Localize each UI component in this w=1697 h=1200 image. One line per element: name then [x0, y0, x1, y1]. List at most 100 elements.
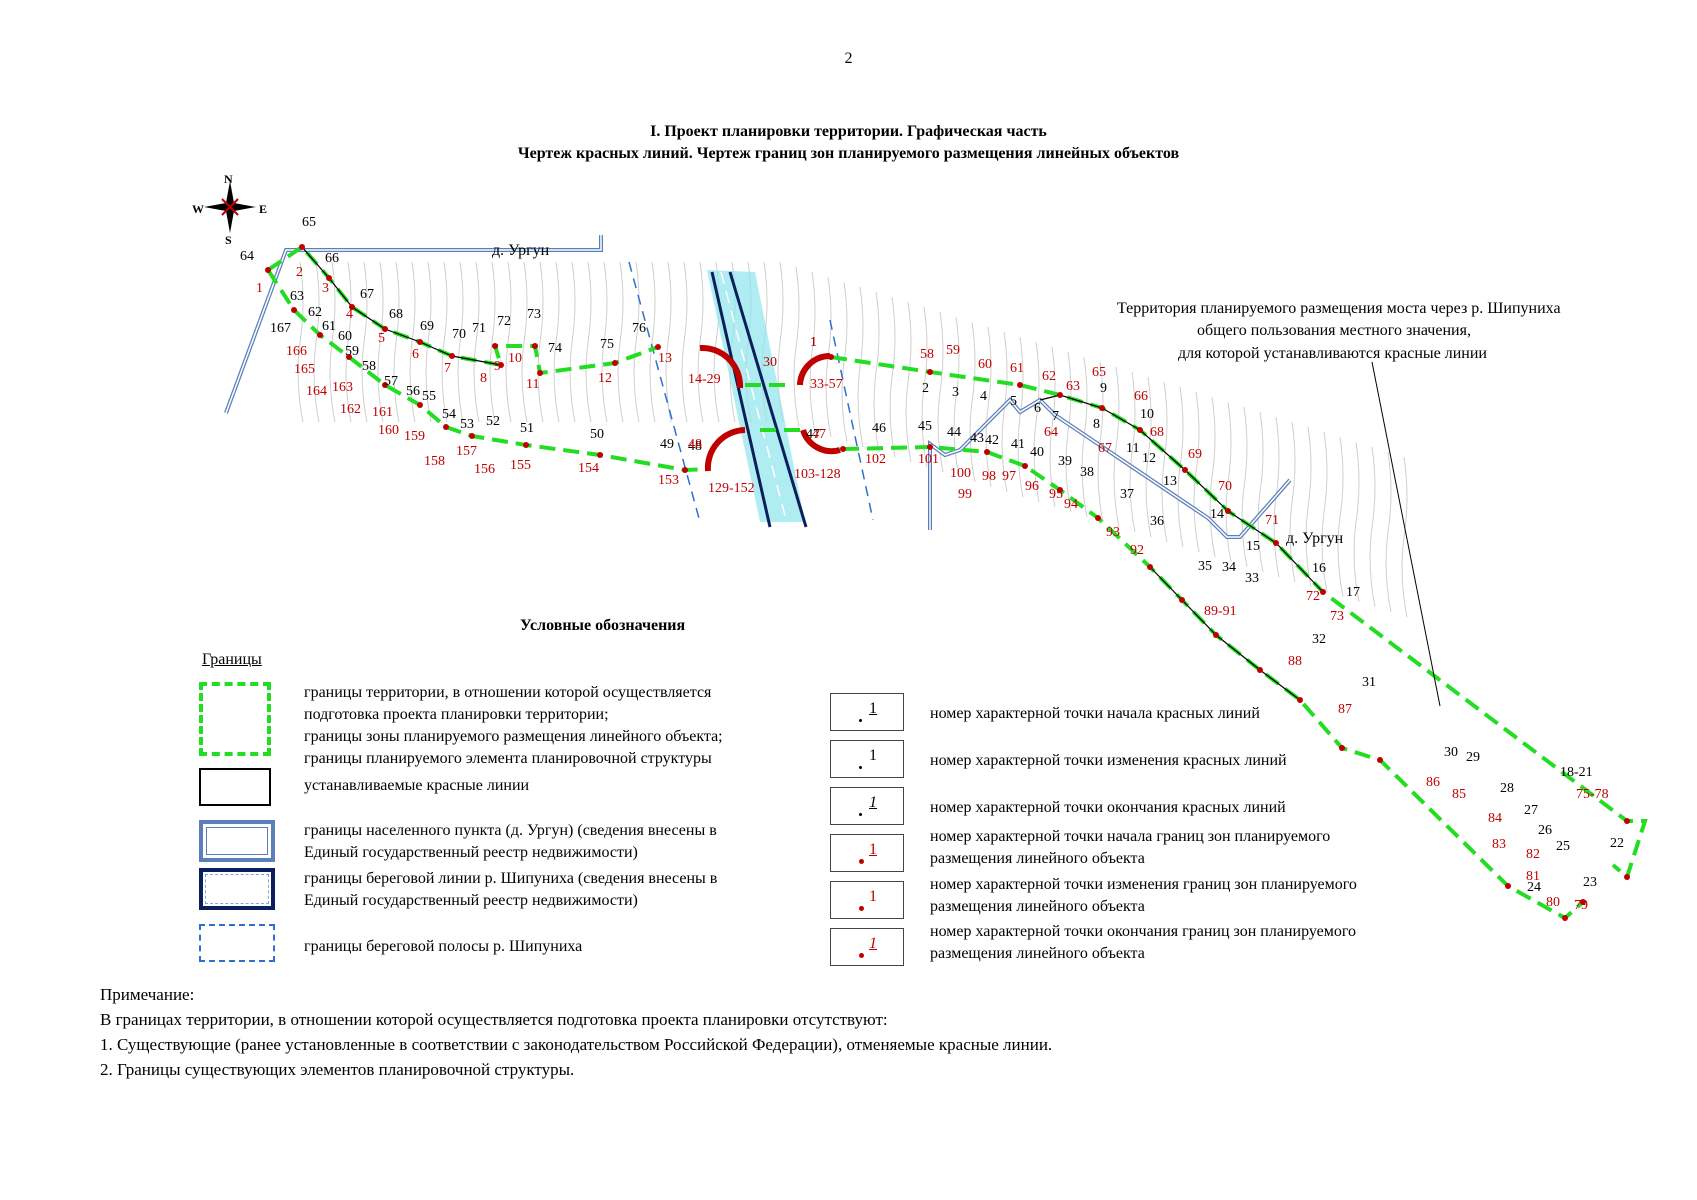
point-label: 68	[389, 307, 403, 322]
legend-rl-start-text: номер характерной точки начала красных л…	[930, 705, 1260, 722]
compass-n: N	[224, 172, 233, 186]
boundary-point	[682, 467, 688, 473]
point-label: 7	[1052, 409, 1059, 424]
contour-line	[921, 306, 928, 468]
legend-title: Условные обозначения	[520, 617, 686, 634]
contour-line	[1353, 441, 1360, 603]
zone-point-label: 82	[1526, 847, 1540, 862]
boundary-point	[1095, 515, 1101, 521]
zone-point-label: 71	[1265, 513, 1279, 528]
point-label: 75	[600, 337, 614, 352]
zone-point-label: 85	[1452, 787, 1466, 802]
zone-point-label: 160	[378, 423, 399, 438]
point-label: 36	[1150, 514, 1164, 529]
point-label: 9	[1100, 381, 1107, 396]
boundary-point	[299, 244, 305, 250]
zone-point-label: 67	[1098, 441, 1112, 456]
zone-point-label: 161	[372, 405, 393, 420]
point-label: 31	[1362, 675, 1376, 690]
zone-point-label: 58	[920, 347, 934, 362]
zone-point-label: 86	[1426, 775, 1440, 790]
contour-line	[1369, 446, 1376, 608]
point-label: 4	[980, 389, 987, 404]
point-label: 54	[442, 407, 456, 422]
contour-line	[393, 261, 400, 423]
zone-point-label: 95	[1049, 487, 1063, 502]
zone-point-label: 101	[918, 452, 939, 467]
legend-red-lines-text: устанавливаемые красные линии	[304, 777, 530, 794]
boundary-point	[443, 424, 449, 430]
point-label: 73	[527, 307, 541, 322]
point-label: 23	[1583, 875, 1597, 890]
zone-point-label: 70	[1218, 479, 1232, 494]
legend-symbol-zone-end: 1	[830, 928, 904, 966]
contour-line	[1257, 411, 1264, 573]
point-label: 32	[1312, 632, 1326, 647]
contour-line	[697, 261, 704, 423]
contour-line	[985, 326, 992, 488]
point-label: 34	[1222, 560, 1236, 575]
zone-point-label: 103-128	[794, 467, 841, 482]
contour-line	[585, 261, 592, 423]
terrain-contours	[297, 261, 1408, 618]
boundary-point	[655, 344, 661, 350]
shore-strip-lines	[628, 261, 874, 523]
boundary-point	[1057, 392, 1063, 398]
contour-line	[873, 291, 880, 453]
notes: Примечание: В границах территории, в отн…	[100, 982, 1052, 1082]
point-label: 61	[322, 319, 336, 334]
boundary-point	[326, 275, 332, 281]
point-label: 24	[1527, 880, 1541, 895]
boundary-point	[1377, 757, 1383, 763]
point-label: 70	[452, 327, 466, 342]
zone-point-label: 69	[1188, 447, 1202, 462]
zone-point-label: 30	[763, 355, 777, 370]
boundary-point	[1580, 899, 1586, 905]
point-label: 3	[952, 385, 959, 400]
legend-symbol-rl-end: 1	[830, 787, 904, 825]
boundary-point	[1339, 745, 1345, 751]
point-label: 16	[1312, 561, 1326, 576]
point-label: 57	[384, 374, 398, 389]
point-label: 58	[362, 359, 376, 374]
zone-point-label: 62	[1042, 369, 1056, 384]
zone-point-label: 89-91	[1204, 604, 1237, 619]
boundary-point	[1505, 883, 1511, 889]
contour-line	[1305, 426, 1312, 588]
point-label: 65	[302, 215, 316, 230]
compass-icon	[204, 181, 256, 233]
zone-point-label: 80	[1546, 895, 1560, 910]
contour-line	[569, 261, 576, 423]
zone-point-label: 158	[424, 454, 445, 469]
shoreline	[710, 271, 808, 528]
contour-line	[537, 261, 544, 423]
contour-line	[441, 261, 448, 423]
point-label: 51	[520, 421, 534, 436]
point-label: 71	[472, 321, 486, 336]
point-label: 40	[1030, 445, 1044, 460]
contour-line	[489, 261, 496, 423]
legend-territory-text: границы территории, в отношении которой …	[304, 684, 723, 767]
contour-line	[1321, 431, 1328, 593]
zone-point-label: 72	[1306, 589, 1320, 604]
zone-point-label: 162	[340, 402, 361, 417]
contour-line	[969, 321, 976, 483]
page-title: I. Проект планировки территории. Графиче…	[650, 123, 1047, 140]
zone-point-label: 87	[1338, 702, 1352, 717]
legend-swatch-shoreline	[199, 868, 275, 910]
point-label: 52	[486, 414, 500, 429]
zone-point-label: 98	[982, 469, 996, 484]
point-label: 64	[240, 249, 254, 264]
compass-w: W	[192, 202, 204, 216]
zone-point-label: 2	[296, 265, 303, 280]
zone-point-label: 100	[950, 466, 971, 481]
point-label: 67	[360, 287, 374, 302]
contour-line	[1129, 371, 1136, 533]
zone-point-label: 79	[1574, 898, 1588, 913]
zone-point-label: 7	[444, 361, 451, 376]
contour-line	[1209, 396, 1216, 558]
boundary-point	[382, 326, 388, 332]
boundary-point	[840, 446, 846, 452]
